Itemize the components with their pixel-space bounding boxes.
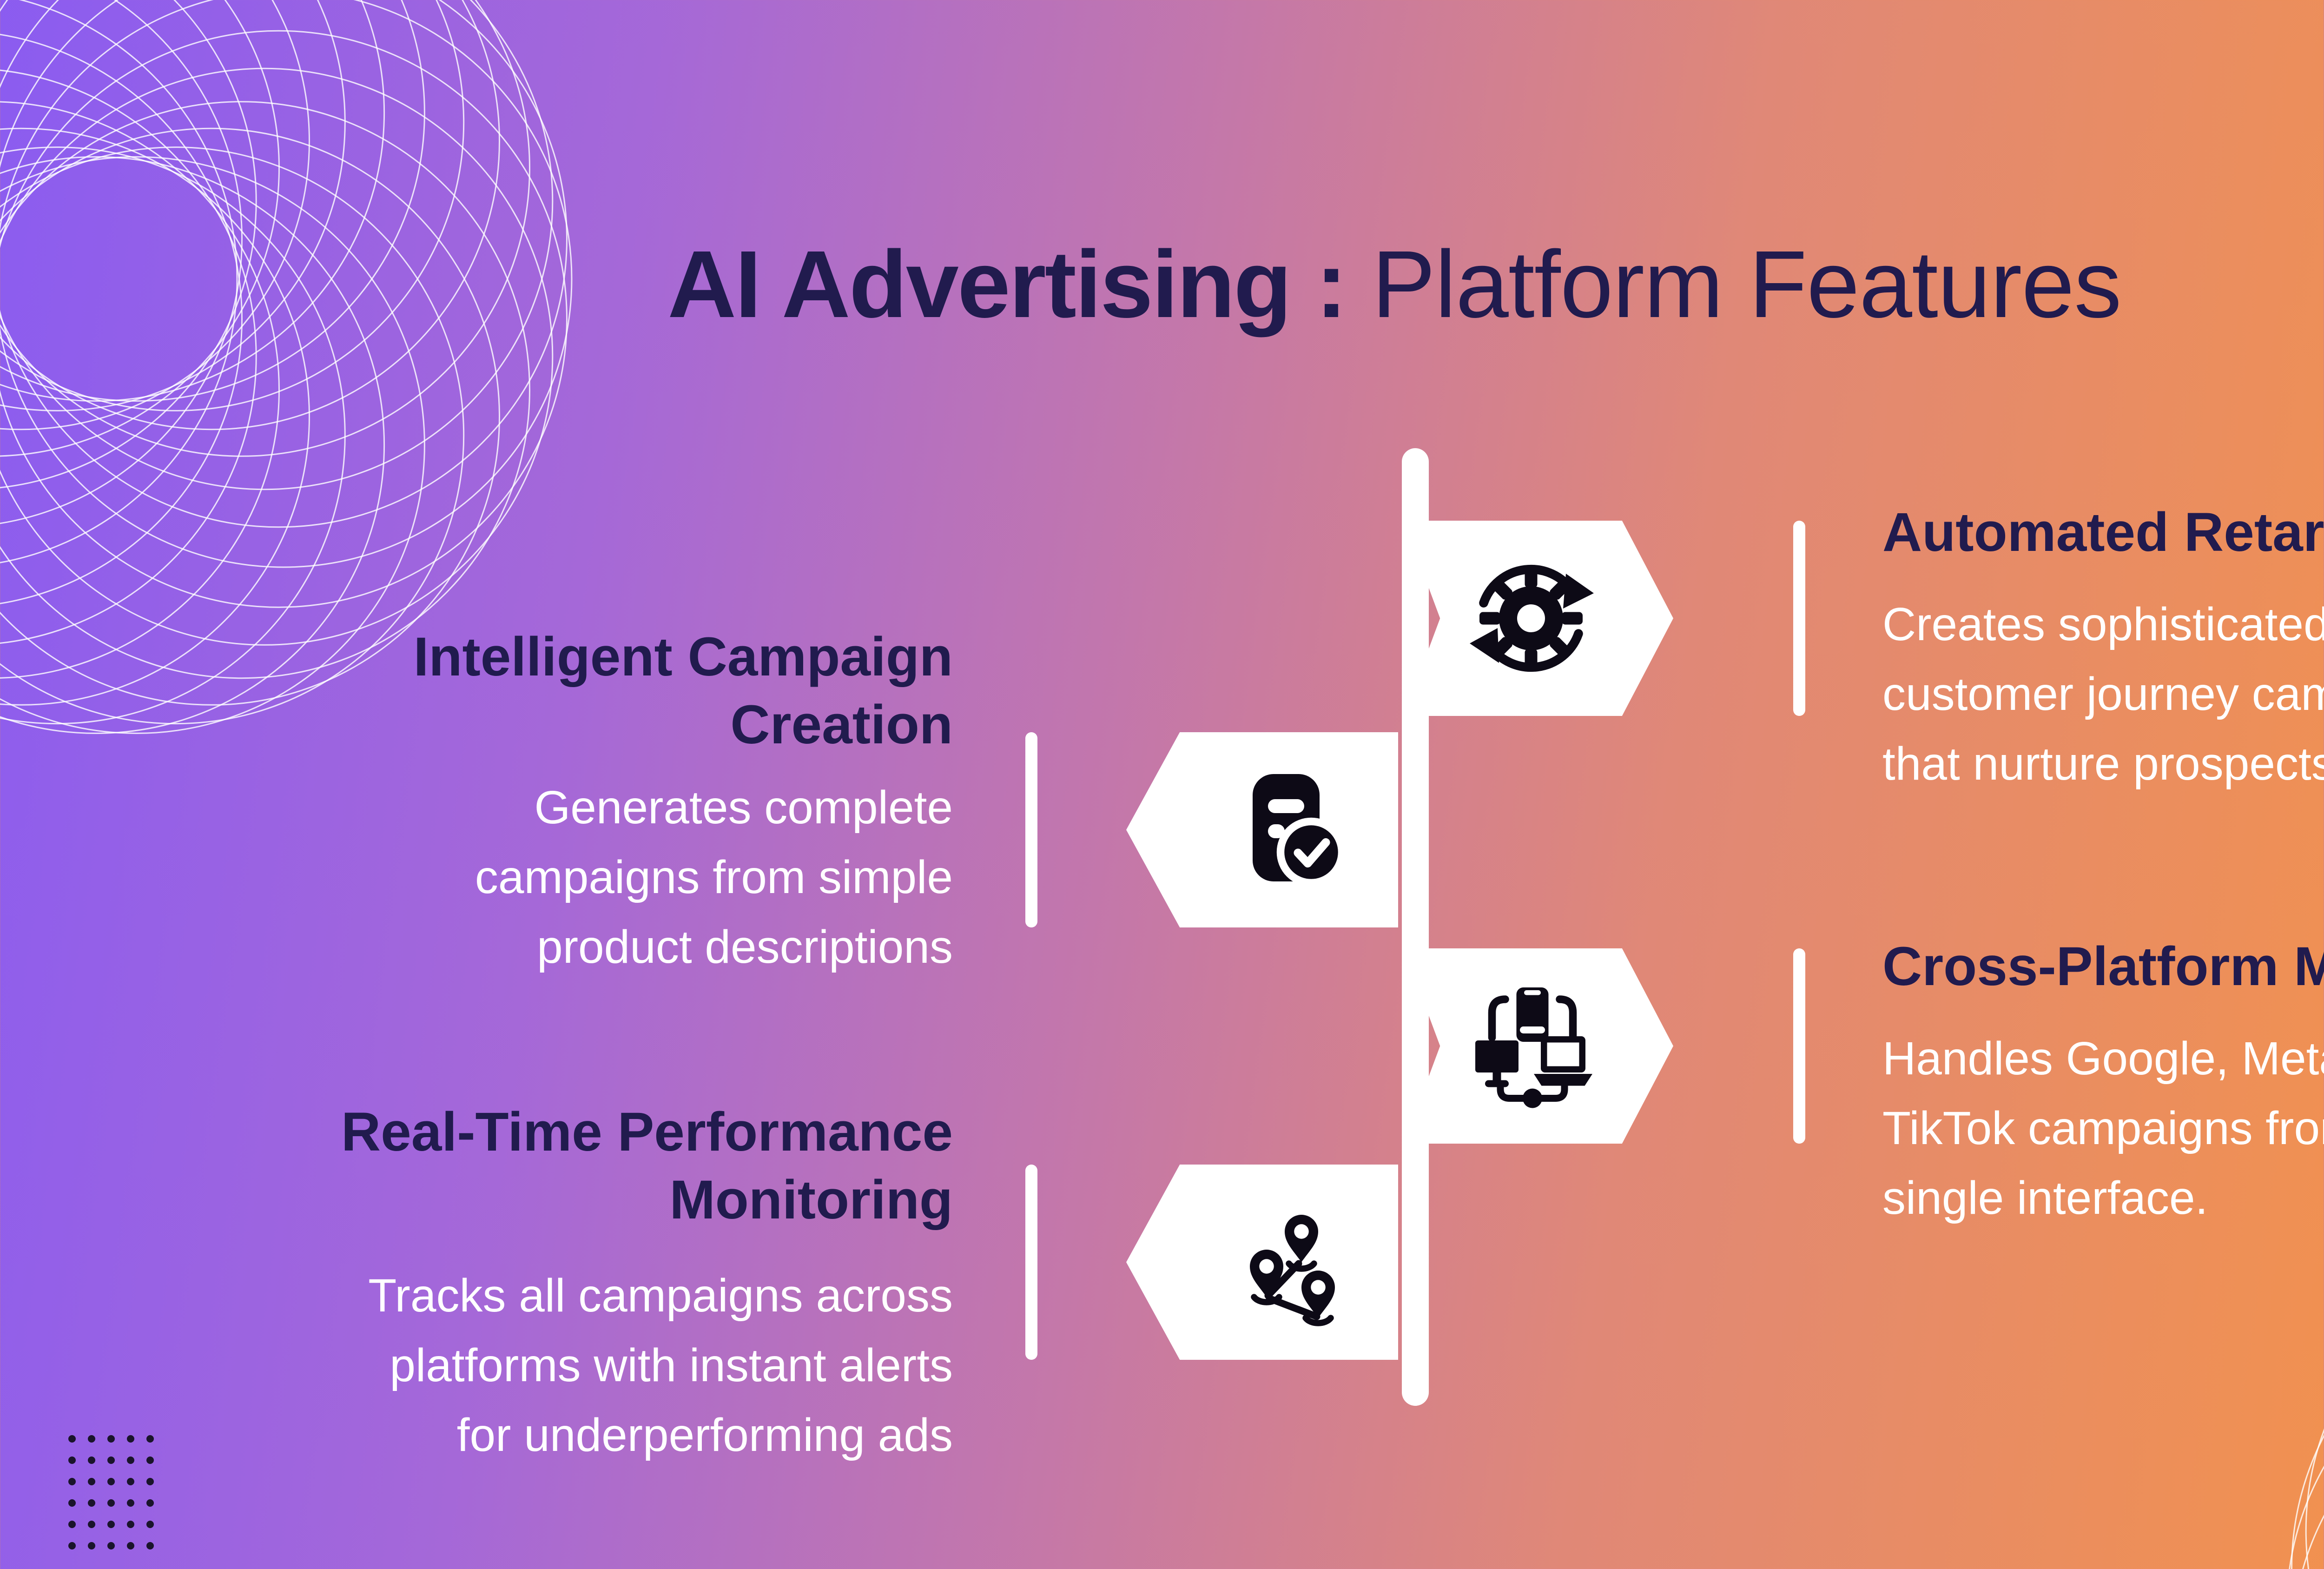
feature-title-cross-platform-management: Cross-Platform Management	[1882, 936, 2324, 997]
banner-intelligent-campaign-creation	[1126, 732, 1398, 927]
feature-title-automated-retargeting: Automated Retargeting	[1882, 502, 2324, 563]
page-title-rest: Platform Features	[1346, 231, 2122, 338]
page-title: AI Advertising : Platform Features	[0, 227, 2324, 342]
connected-devices-icon	[1475, 987, 1592, 1108]
feature-title-real-time-performance-monitoring: Real-Time Performance Monitoring	[341, 1101, 953, 1231]
location-route-icon	[1250, 1215, 1335, 1326]
banner-cross-platform-management	[1404, 948, 1673, 1144]
feature-desc-real-time-performance-monitoring: Tracks all campaigns across platforms wi…	[368, 1270, 953, 1461]
feature-desc-intelligent-campaign-creation: Generates complete campaigns from simple…	[475, 781, 953, 973]
page-title-emphasis: AI Advertising :	[667, 231, 1347, 338]
accent-bar-cross-platform-management	[1793, 948, 1805, 1144]
accent-bar-real-time-performance-monitoring	[1025, 1165, 1037, 1360]
feature-desc-automated-retargeting: Creates sophisticated customer journey c…	[1882, 598, 2324, 790]
banner-real-time-performance-monitoring	[1126, 1165, 1398, 1360]
banner-automated-retargeting	[1404, 521, 1673, 716]
feature-title-intelligent-campaign-creation: Intelligent Campaign Creation	[413, 626, 953, 755]
dot-grid-bottom-left	[68, 1435, 154, 1549]
sync-arrows-gear-icon	[1470, 564, 1594, 672]
timeline-bar	[1402, 448, 1429, 1406]
accent-bar-intelligent-campaign-creation	[1025, 732, 1037, 927]
accent-bar-automated-retargeting	[1793, 521, 1805, 716]
feature-desc-cross-platform-management: Handles Google, Meta, and TikTok campaig…	[1882, 1033, 2324, 1224]
document-check-icon	[1253, 774, 1346, 887]
